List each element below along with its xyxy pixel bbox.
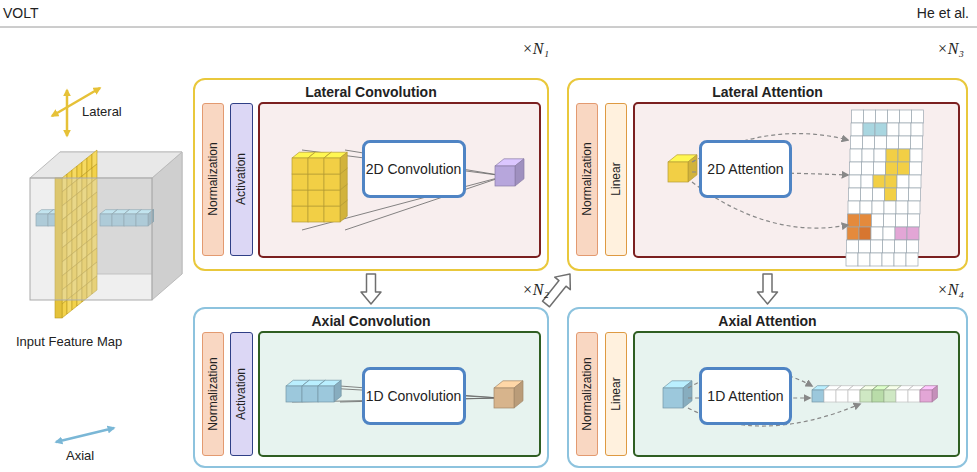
- operation-box: 2D Attention: [699, 140, 792, 198]
- operation-panel: [634, 103, 959, 257]
- stage-block: Axial AttentionNormalization Linear 1D Att…: [567, 307, 968, 468]
- voxel-cube: [495, 159, 524, 186]
- operation-panel: [259, 103, 540, 257]
- axial-arrow: [56, 428, 114, 442]
- box-label: Activation: [234, 153, 248, 205]
- box-label: Activation: [234, 367, 248, 419]
- linear-box: Linear: [605, 103, 627, 256]
- voxel-cube: [920, 386, 937, 402]
- box-label: 1D Attention: [707, 387, 783, 405]
- operation-panel: [634, 332, 959, 456]
- box-label: 2D Attention: [707, 160, 783, 178]
- attention-illustration: [668, 110, 924, 266]
- axis-label: Axial: [66, 448, 94, 463]
- operation-box: 2D Convolution: [362, 140, 466, 198]
- block-title: Axial Convolution: [195, 313, 547, 329]
- normalization-box: Normalization: [202, 332, 224, 456]
- box-label: 1D Convolution: [366, 387, 462, 405]
- operation-box: 1D Attention: [699, 367, 792, 425]
- operation-box: 1D Convolution: [362, 367, 466, 425]
- stage-block: Axial ConvolutionNormalization Activation…: [193, 307, 549, 468]
- block-title: Lateral Attention: [569, 84, 966, 100]
- voxel-cube: [494, 381, 523, 408]
- figure-label: Input Feature Map: [16, 334, 122, 349]
- running-header: VOLT: [3, 5, 39, 21]
- voxel-cube: [668, 155, 697, 182]
- activation-box: Activation: [230, 103, 253, 256]
- voxel-cube: [324, 152, 347, 174]
- box-label: Normalization: [580, 142, 594, 215]
- repeat-count: ×N₄: [937, 281, 964, 299]
- author-header: He et al.: [917, 5, 969, 21]
- input-feature-map: [30, 150, 182, 318]
- repeat-count: ×N₁: [522, 40, 549, 58]
- voxel-cube: [318, 380, 341, 402]
- block-title: Lateral Convolution: [195, 84, 547, 100]
- repeat-count: ×N₂: [522, 281, 549, 299]
- box-label: 2D Convolution: [366, 160, 462, 178]
- repeat-count: ×N₃: [937, 40, 964, 58]
- flow-arrow: [758, 274, 778, 304]
- box-label: Normalization: [580, 357, 594, 430]
- box-label: Linear: [609, 377, 623, 410]
- operation-panel: [259, 332, 540, 456]
- linear-box: Linear: [605, 332, 627, 456]
- stage-block: Lateral ConvolutionNormalization Activati…: [193, 78, 549, 271]
- normalization-box: Normalization: [202, 103, 224, 256]
- lateral-arrow: [66, 90, 69, 136]
- box-label: Normalization: [206, 142, 220, 215]
- flow-arrow: [361, 274, 381, 304]
- stage-block: Lateral AttentionNormalization Linear 2D A…: [567, 78, 968, 271]
- box-label: Linear: [609, 162, 623, 195]
- box-label: Normalization: [206, 357, 220, 430]
- header-rule: [0, 27, 977, 28]
- voxel-cube: [663, 381, 692, 408]
- normalization-box: Normalization: [576, 332, 598, 456]
- axis-label: Lateral: [82, 104, 122, 119]
- activation-box: Activation: [230, 332, 253, 456]
- block-title: Axial Attention: [569, 313, 966, 329]
- normalization-box: Normalization: [576, 103, 598, 256]
